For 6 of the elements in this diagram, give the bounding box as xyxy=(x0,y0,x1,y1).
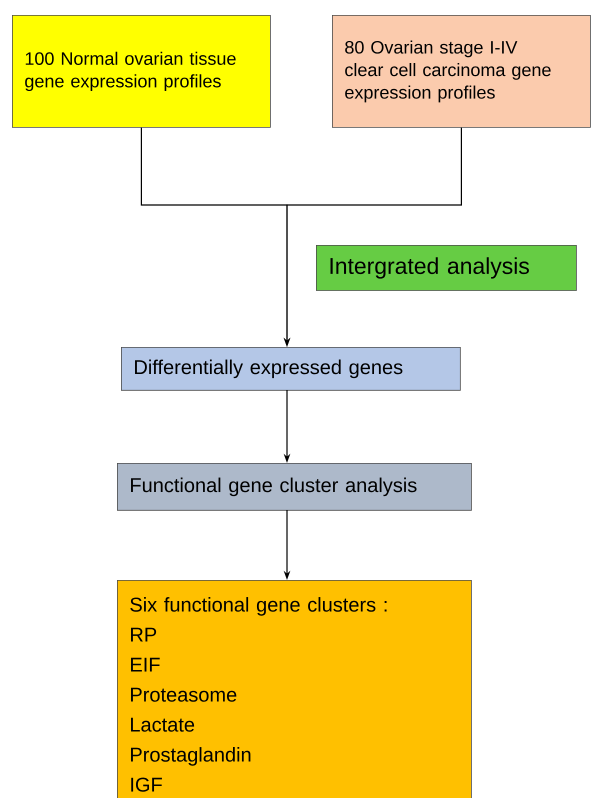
analysis-box: Intergrated analysis xyxy=(316,245,577,291)
input-box: 100 Normal ovarian tissue gene expression profiles xyxy=(12,15,271,128)
process-box: Differentially expressed genes xyxy=(121,347,461,391)
process-box: Functional gene cluster analysis xyxy=(117,463,472,511)
input-box: 80 Ovarian stage I-IV clear cell carcinoma gene expression profiles xyxy=(332,15,591,128)
result-box: Six functional gene clusters : RP EIF Proteasome Lactate Prostaglandin IGF xyxy=(117,580,472,798)
